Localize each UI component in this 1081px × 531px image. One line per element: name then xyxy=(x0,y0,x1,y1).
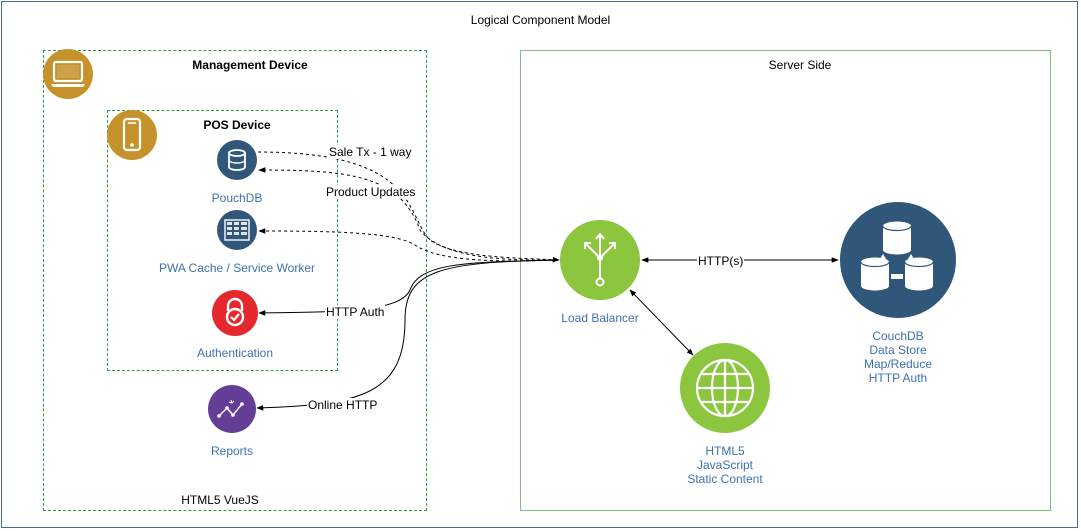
pwa-cache-grid-icon xyxy=(217,210,257,250)
couchdb-label-line-1: CouchDB xyxy=(872,329,924,343)
couchdb-label-line-3: Map/Reduce xyxy=(863,357,933,371)
management-device-title: Management Device xyxy=(192,58,308,72)
load-balancer-label: Load Balancer xyxy=(561,311,639,325)
sale-tx-edge xyxy=(257,151,560,263)
pos-device-title: POS Device xyxy=(203,118,271,132)
management-device-group xyxy=(43,50,427,511)
sale-tx-edge-label: Sale Tx - 1 way xyxy=(328,145,413,159)
pwa-cache-label: PWA Cache / Service Worker xyxy=(158,261,316,275)
static-content-line-3: Static Content xyxy=(687,472,763,486)
management-device-footer: HTML5 VueJS xyxy=(181,493,259,507)
server-side-title: Server Side xyxy=(768,58,832,72)
lock-icon xyxy=(212,290,258,336)
reports-label: Reports xyxy=(210,444,254,458)
authentication-label: Authentication xyxy=(196,346,274,360)
couchdb-label-line-4: HTTP Auth xyxy=(868,371,928,385)
reports-chart-icon xyxy=(208,385,256,433)
product-updates-edge-label: Product Updates xyxy=(325,185,417,199)
couchdb-label: CouchDB Data Store Map/Reduce HTTP Auth xyxy=(835,329,961,385)
pouchdb-database-icon xyxy=(217,140,257,180)
mobile-phone-icon xyxy=(107,110,157,160)
static-content-edge xyxy=(629,289,694,356)
static-content-line-2: JavaScript xyxy=(696,458,754,472)
load-balancer-icon xyxy=(560,220,640,300)
couchdb-database-cluster-icon xyxy=(840,202,956,318)
http-auth-edge-label: HTTP Auth xyxy=(325,305,386,319)
pouchdb-label: PouchDB xyxy=(211,191,263,205)
pwa-cache-edge xyxy=(258,228,560,262)
pos-device-group xyxy=(107,110,338,371)
diagram-title: Logical Component Model xyxy=(470,13,611,27)
couchdb-label-line-2: Data Store xyxy=(869,343,927,357)
http-auth-edge xyxy=(258,259,560,316)
server-side-group xyxy=(520,50,1051,511)
globe-icon xyxy=(680,343,770,433)
static-content-label: HTML5 JavaScript Static Content xyxy=(665,444,785,486)
online-http-edge-label: Online HTTP xyxy=(307,398,379,412)
product-updates-edge xyxy=(258,167,560,261)
online-http-edge xyxy=(256,259,560,411)
static-content-line-1: HTML5 xyxy=(705,444,745,458)
laptop-icon xyxy=(43,49,93,99)
https-edge-label: HTTP(s) xyxy=(697,254,745,268)
